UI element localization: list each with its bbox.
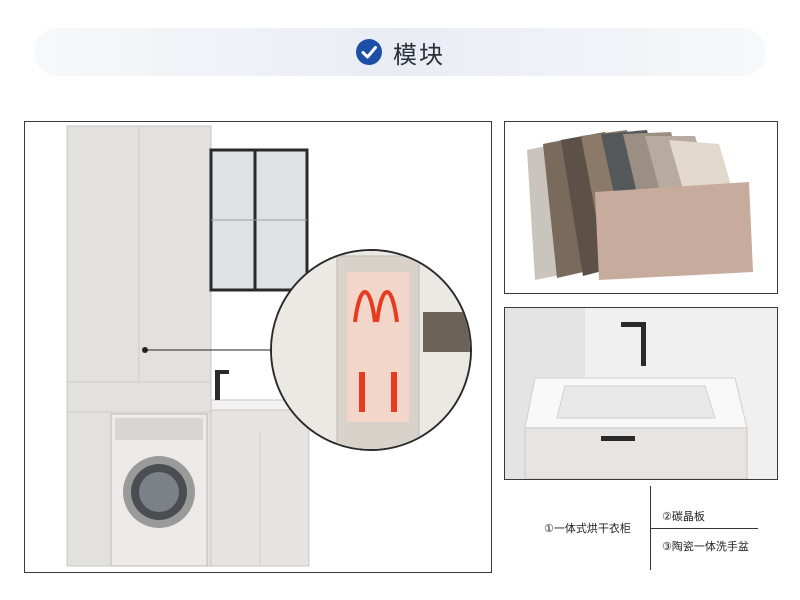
feature-drying-wardrobe: ①一体式烘干衣柜 xyxy=(544,522,631,535)
header-banner: 模块 xyxy=(34,28,766,76)
feature-carbon-crystal-board: ②碳晶板 xyxy=(662,510,705,523)
header-title-group: 模块 xyxy=(34,28,766,76)
carbon-crystal-board-swatches xyxy=(504,121,778,294)
ceramic-basin-image xyxy=(504,307,778,480)
main-product-image xyxy=(24,121,492,573)
swatch-fan-illustration xyxy=(505,122,777,293)
feature-ceramic-basin: ③陶瓷一体洗手盆 xyxy=(662,540,749,553)
laundry-cabinet-illustration xyxy=(66,125,472,567)
caption-divider-horizontal xyxy=(650,528,758,529)
check-circle-icon xyxy=(356,39,382,65)
basin-illustration xyxy=(505,308,777,479)
page-title: 模块 xyxy=(393,40,445,69)
